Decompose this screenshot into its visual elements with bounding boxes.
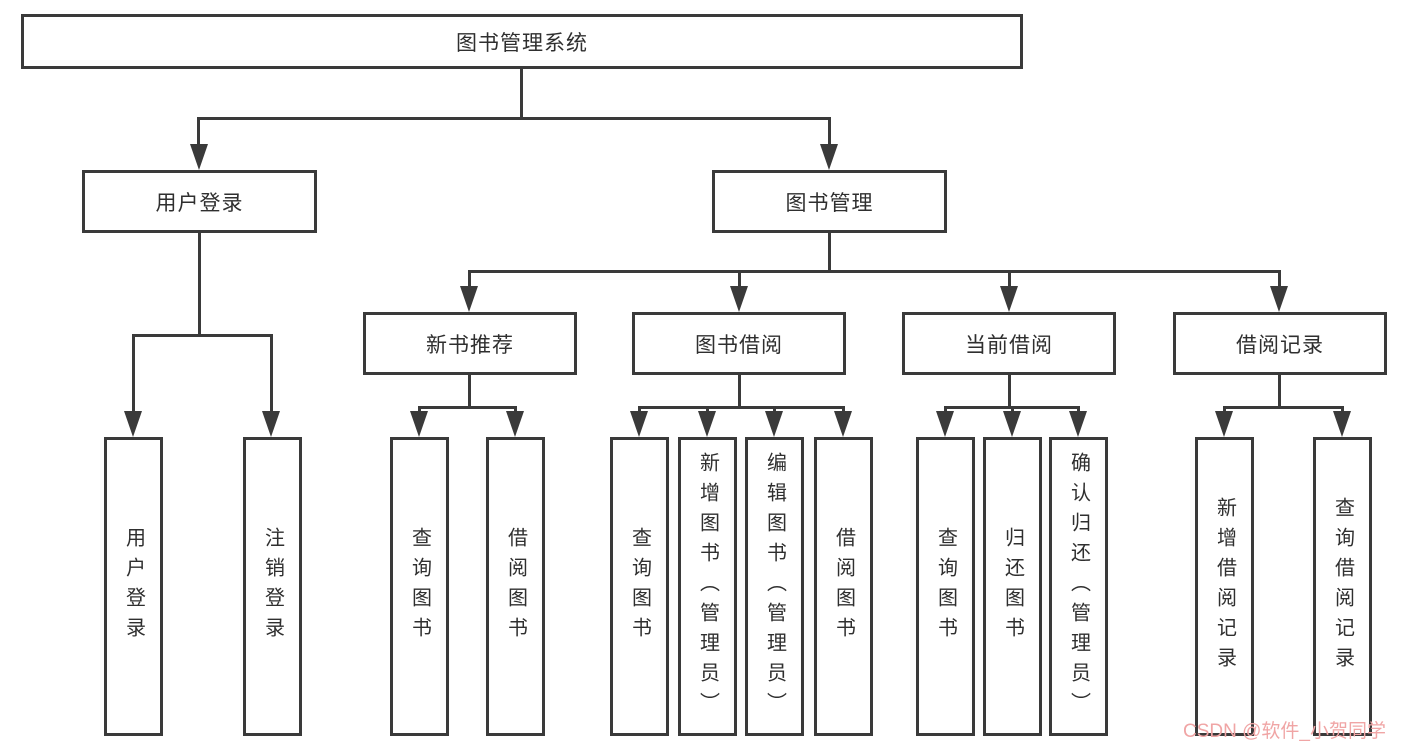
leaf-query-books-borrowing-label: 查询图书 [628,526,651,647]
connector-line [828,117,831,147]
leaf-logout: 注销登录 [243,437,302,736]
connector-line [828,233,831,273]
leaf-borrow-books-borrowing: 借阅图书 [814,437,873,736]
connector-line [132,334,135,413]
connector-line [1223,406,1226,414]
leaf-query-books-borrowing: 查询图书 [610,437,669,736]
leaf-add-borrow-record-label: 新增借阅记录 [1213,496,1236,677]
leaf-add-borrow-record: 新增借阅记录 [1195,437,1254,736]
arrow-down-icon [1000,286,1018,312]
connector-line [468,270,471,289]
node-new-book-recommend: 新书推荐 [363,312,577,375]
connector-line [198,233,201,337]
arrow-down-icon [630,411,648,437]
connector-line [738,375,741,408]
connector-line [1341,406,1344,414]
arrow-down-icon [460,286,478,312]
node-new-book-recommend-label: 新书推荐 [426,333,514,357]
node-current-borrowing-label: 当前借阅 [965,333,1053,357]
arrow-down-icon [410,411,428,437]
connector-line [514,406,517,414]
arrow-down-icon [124,411,142,437]
arrow-down-icon [1215,411,1233,437]
arrow-down-icon [262,411,280,437]
leaf-query-borrow-record: 查询借阅记录 [1313,437,1372,736]
leaf-query-books-current-label: 查询图书 [934,526,957,647]
connector-line [773,406,776,414]
connector-line [468,270,1281,273]
leaf-return-books: 归还图书 [983,437,1042,736]
node-book-management-label: 图书管理 [785,191,874,215]
arrow-down-icon [730,286,748,312]
node-book-borrowing-label: 图书借阅 [695,333,783,357]
leaf-query-borrow-record-label: 查询借阅记录 [1331,496,1354,677]
leaf-borrow-books-recommend: 借阅图书 [486,437,545,736]
connector-line [1011,406,1014,414]
arrow-down-icon [506,411,524,437]
connector-line [1008,270,1011,289]
node-user-login: 用户登录 [82,170,317,233]
connector-line [1008,375,1011,408]
leaf-user-login: 用户登录 [104,437,163,736]
leaf-query-books-current: 查询图书 [916,437,975,736]
node-book-borrowing: 图书借阅 [632,312,846,375]
node-current-borrowing: 当前借阅 [902,312,1116,375]
connector-line [1077,406,1080,414]
connector-line [270,334,273,413]
connector-line [1278,270,1281,289]
connector-line [132,334,273,337]
leaf-query-books-recommend: 查询图书 [390,437,449,736]
connector-line [1223,406,1344,409]
connector-line [944,406,947,414]
node-borrowing-records-label: 借阅记录 [1236,333,1324,357]
arrow-down-icon [936,411,954,437]
leaf-confirm-return-admin-label: 确认归还（管理员） [1067,451,1090,722]
leaf-return-books-label: 归还图书 [1001,526,1024,647]
arrow-down-icon [765,411,783,437]
connector-line [418,406,421,414]
node-borrowing-records: 借阅记录 [1173,312,1387,375]
node-root-label: 图书管理系统 [456,31,588,55]
arrow-down-icon [698,411,716,437]
arrow-down-icon [1270,286,1288,312]
node-book-management: 图书管理 [712,170,947,233]
arrow-down-icon [820,144,838,170]
arrow-down-icon [834,411,852,437]
leaf-add-books-admin-label: 新增图书（管理员） [696,451,719,722]
connector-line [520,69,523,119]
connector-line [842,406,845,414]
connector-line [638,406,641,414]
leaf-borrow-books-recommend-label: 借阅图书 [504,526,527,647]
connector-line [197,117,200,147]
leaf-borrow-books-borrowing-label: 借阅图书 [832,526,855,647]
arrow-down-icon [1003,411,1021,437]
connector-line [706,406,709,414]
leaf-user-login-label: 用户登录 [122,526,145,647]
leaf-query-books-recommend-label: 查询图书 [408,526,431,647]
connector-line [638,406,845,409]
leaf-confirm-return-admin: 确认归还（管理员） [1049,437,1108,736]
leaf-logout-label: 注销登录 [261,526,284,647]
leaf-edit-books-admin: 编辑图书（管理员） [745,437,804,736]
arrow-down-icon [1333,411,1351,437]
connector-line [468,375,471,408]
arrow-down-icon [1069,411,1087,437]
node-user-login-label: 用户登录 [155,191,244,215]
leaf-edit-books-admin-label: 编辑图书（管理员） [763,451,786,722]
connector-line [1278,375,1281,408]
arrow-down-icon [190,144,208,170]
connector-line [418,406,517,409]
watermark-text: CSDN @软件_小贺同学 [1183,721,1386,742]
connector-line [197,117,831,120]
connector-line [738,270,741,289]
node-root: 图书管理系统 [21,14,1023,69]
leaf-add-books-admin: 新增图书（管理员） [678,437,737,736]
